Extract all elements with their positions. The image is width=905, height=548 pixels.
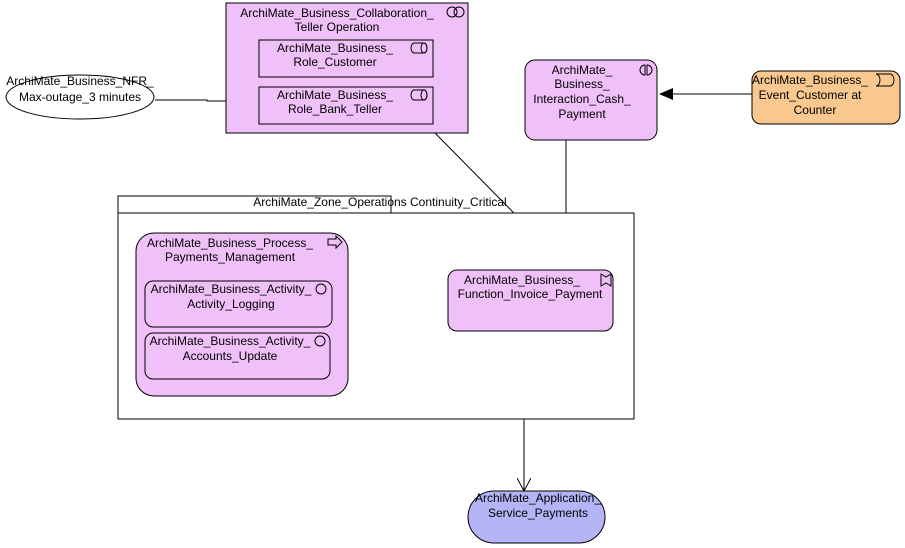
function-label-line2: Function_Invoice_Payment — [458, 287, 603, 301]
interaction-label-line4: Payment — [558, 107, 606, 121]
event-label-line2: Event_Customer at — [759, 88, 862, 102]
nfr-label-line1: ArchiMate_Business_NFR_ — [6, 74, 154, 88]
activity-icon — [315, 283, 327, 295]
collaboration-label-line2: Teller Operation — [295, 20, 380, 34]
role-customer-label-line1: ArchiMate_Business_ — [277, 41, 393, 55]
interaction-label-line1: ArchiMate_ — [552, 63, 613, 77]
interaction-cash-payment[interactable]: ArchiMate_ Business_ Interaction_Cash_ P… — [524, 59, 658, 141]
function-label-line1: ArchiMate_Business_ — [464, 273, 580, 287]
interaction-label-line3: Interaction_Cash_ — [533, 92, 631, 106]
role-customer[interactable]: ArchiMate_Business_ Role_Customer — [258, 39, 434, 78]
accounts-update-label-line1: ArchiMate_Business_Activity_ — [150, 334, 311, 348]
interaction-label-line2: Business_ — [554, 77, 610, 91]
accounts-update-label-line2: Accounts_Update — [183, 349, 278, 363]
process-label-line1: ArchiMate_Business_Process_ — [147, 236, 313, 250]
process-label-line2: Payments_Management — [165, 250, 296, 264]
collaboration-icon — [446, 6, 465, 18]
event-customer-at-counter[interactable]: ArchiMate_Business_ Event_Customer at Co… — [751, 70, 901, 125]
process-icon — [327, 234, 343, 250]
collaboration-label-line1: ArchiMate_Business_Collaboration_ — [240, 6, 434, 20]
nfr-max-outage[interactable]: ArchiMate_Business_NFR_ Max-outage_3 min… — [5, 74, 155, 120]
activity-logging-label-line2: Activity_Logging — [187, 297, 274, 311]
activity-logging[interactable]: ArchiMate_Business_Activity_ Activity_Lo… — [144, 280, 333, 328]
app-service-label-line1: ArchiMate_Application_ — [475, 491, 601, 505]
event-label-line1: ArchiMate_Business_ — [752, 73, 868, 87]
application-service-payments[interactable]: ArchiMate_Application_ Service_Payments — [467, 490, 606, 544]
accounts-update[interactable]: ArchiMate_Business_Activity_ Accounts_Up… — [144, 332, 331, 380]
event-label-line3: Counter — [794, 103, 837, 117]
nfr-label-line2: Max-outage_3 minutes — [19, 90, 141, 104]
function-invoice-payment[interactable]: ArchiMate_Business_ Function_Invoice_Pay… — [447, 269, 614, 332]
role-icon — [410, 89, 428, 101]
zone-label: ArchiMate_Zone_Operations Continuity_Cri… — [253, 195, 506, 209]
role-icon — [410, 42, 428, 54]
role-teller-label-line2: Role_Bank_Teller — [288, 102, 382, 116]
role-bank-teller[interactable]: ArchiMate_Business_ Role_Bank_Teller — [258, 86, 434, 125]
role-teller-label-line1: ArchiMate_Business_ — [277, 88, 393, 102]
event-icon — [875, 73, 895, 87]
activity-logging-label-line1: ArchiMate_Business_Activity_ — [151, 282, 312, 296]
app-service-label-line2: Service_Payments — [488, 506, 588, 520]
function-icon — [600, 273, 612, 287]
role-customer-label-line2: Role_Customer — [293, 55, 376, 69]
interaction-icon — [639, 64, 653, 76]
activity-icon — [314, 335, 326, 347]
